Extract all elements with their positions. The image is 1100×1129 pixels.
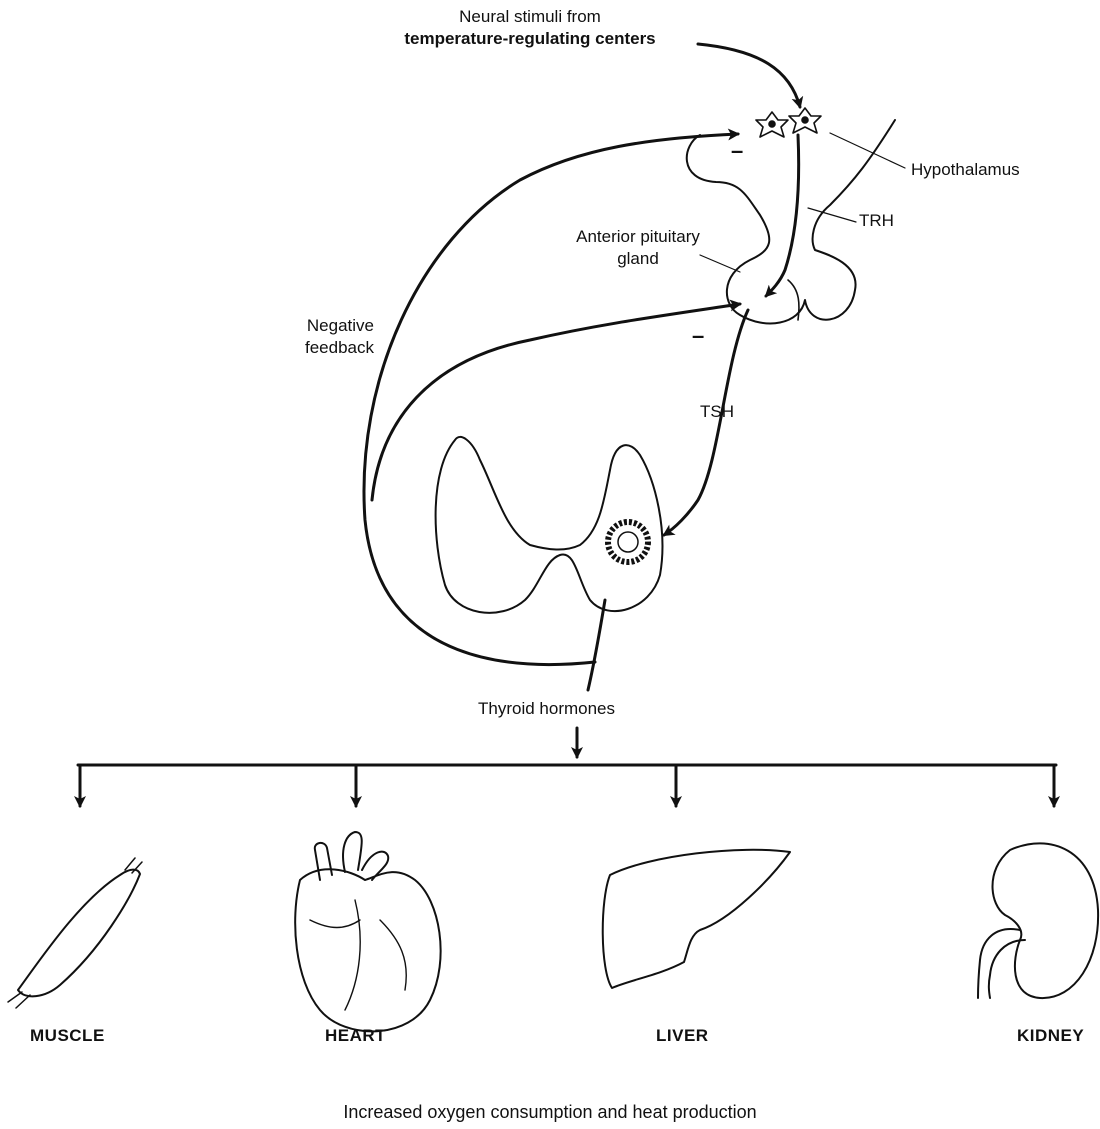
feedback-arrow-to-pituitary xyxy=(372,304,740,500)
neural-stimuli-arrow xyxy=(698,44,800,107)
tsh-label: TSH xyxy=(700,401,734,423)
anterior-pituitary-label: Anterior pituitary gland xyxy=(548,226,728,270)
anterior-pituitary-line2: gland xyxy=(548,248,728,270)
organ-label-liver: LIVER xyxy=(656,1026,709,1046)
anterior-pituitary-line1: Anterior pituitary xyxy=(548,226,728,248)
organ-label-muscle: MUSCLE xyxy=(30,1026,105,1046)
minus-sign-pituitary: – xyxy=(692,325,704,347)
negative-feedback-line1: Negative xyxy=(282,315,374,337)
organ-label-kidney: KIDNEY xyxy=(1017,1026,1084,1046)
trh-leader xyxy=(808,208,856,222)
hypothalamic-neurons xyxy=(756,108,821,137)
result-caption: Increased oxygen consumption and heat pr… xyxy=(250,1101,850,1123)
minus-sign-hypothalamus: – xyxy=(731,140,743,162)
thyroid-hormone-stem xyxy=(588,600,605,690)
muscle-illustration xyxy=(8,858,142,1008)
neural-stimuli-label: Neural stimuli from temperature-regulati… xyxy=(370,6,690,50)
liver-illustration xyxy=(603,850,790,988)
neural-stimuli-line1: Neural stimuli from xyxy=(370,6,690,28)
negative-feedback-label: Negative feedback xyxy=(282,315,374,359)
organ-label-heart: HEART xyxy=(325,1026,386,1046)
kidney-illustration xyxy=(978,843,1098,998)
heart-illustration xyxy=(295,832,440,1031)
trh-axon-arrow xyxy=(766,135,799,296)
trh-label: TRH xyxy=(859,210,894,232)
hypothalamus-label: Hypothalamus xyxy=(911,159,1020,181)
thyroid-hormones-label: Thyroid hormones xyxy=(478,698,615,720)
negative-feedback-line2: feedback xyxy=(282,337,374,359)
neural-stimuli-line2: temperature-regulating centers xyxy=(370,28,690,50)
thyroid-gland xyxy=(436,437,663,613)
feedback-arrow-to-hypothalamus xyxy=(364,134,738,665)
